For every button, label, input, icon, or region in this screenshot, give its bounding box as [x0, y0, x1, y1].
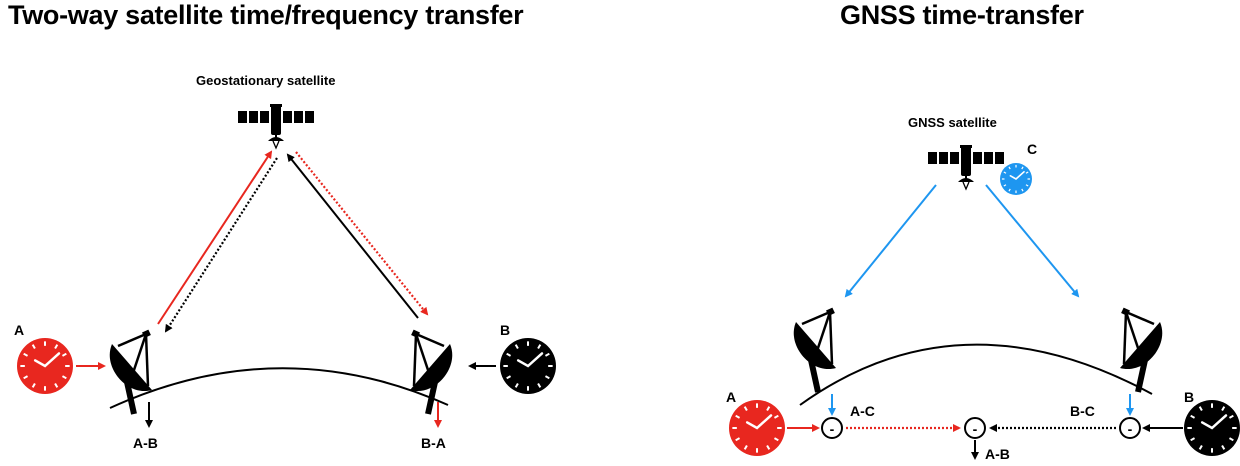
clock-tick [1228, 414, 1234, 419]
clock-tick [506, 352, 512, 357]
left-panel-title: Two-way satellite time/frequency transfe… [8, 0, 524, 30]
result-a-minus-b: A-B [133, 435, 158, 451]
clock-tick [1221, 406, 1226, 412]
clock-hands [33, 352, 61, 368]
gnss-station-b-dish-icon [1120, 308, 1162, 392]
clock-tick [31, 344, 36, 350]
downlink-b-to-a-arrow [164, 157, 278, 333]
gnss-satellite-icon [927, 144, 1005, 190]
clock-tick [773, 414, 779, 419]
gnss-clock-b-label: B [1184, 389, 1195, 405]
clock-tick [544, 352, 550, 357]
clock-tick [1021, 166, 1024, 170]
clock-tick [735, 437, 741, 442]
gnss-result-a-minus-b: A-B [985, 446, 1010, 462]
clock-tick [1025, 171, 1029, 174]
clock-tick [1008, 166, 1011, 170]
uplink-b-arrow [286, 153, 419, 319]
clock-tick [23, 375, 29, 380]
clock-hands [1009, 171, 1025, 180]
clock-tick [61, 352, 67, 357]
gnss-station-a-dish-icon [794, 308, 836, 392]
clock-tick [1221, 444, 1226, 450]
minus-sign-a-b: - [973, 421, 978, 437]
clock-hands [516, 352, 544, 368]
clock-tick [1190, 437, 1196, 442]
clock-tick [514, 344, 519, 350]
comparator-a-c [821, 417, 843, 439]
diff-a-c-label: A-C [850, 403, 875, 419]
comparator-a-b [964, 417, 986, 439]
downlink-a-to-b-arrow [295, 151, 429, 316]
clock-tick [537, 344, 542, 350]
gnss-clock-a-icon [729, 400, 785, 456]
gnss-earth-surface-arc [799, 343, 1153, 406]
right-panel-title: GNSS time-transfer [840, 0, 1084, 30]
clock-tick [1198, 406, 1203, 412]
clock-tick [514, 382, 519, 388]
clock-tick [1198, 444, 1203, 450]
result-b-minus-a: B-A [421, 435, 446, 451]
clock-hands [745, 414, 773, 430]
gnss-clock-a-label: A [726, 389, 737, 405]
clock-tick [773, 437, 779, 442]
clock-tick [506, 375, 512, 380]
clock-a-label: A [14, 322, 25, 338]
clock-tick [544, 375, 550, 380]
clock-tick [54, 344, 59, 350]
clock-tick [743, 406, 748, 412]
clock-b-icon [500, 338, 556, 394]
uplink-a-arrow [157, 150, 273, 325]
clock-tick [61, 375, 67, 380]
clock-tick [1025, 184, 1029, 187]
diff-b-c-label: B-C [1070, 403, 1095, 419]
minus-sign-b-c: - [1128, 421, 1133, 437]
gnss-signal-to-a-arrow [844, 184, 937, 298]
earth-surface-arc [109, 367, 449, 409]
clock-tick [1021, 188, 1024, 192]
clock-tick [537, 382, 542, 388]
minus-sign-a-c: - [830, 421, 835, 437]
clock-tick [1190, 414, 1196, 419]
gnss-clock-b-icon [1184, 400, 1240, 456]
geostationary-satellite-icon [237, 103, 315, 149]
clock-tick [1228, 437, 1234, 442]
clock-tick [23, 352, 29, 357]
clock-tick [766, 444, 771, 450]
clock-b-label: B [500, 322, 511, 338]
clock-tick [1003, 184, 1007, 187]
clock-tick [743, 444, 748, 450]
clock-hands [1200, 414, 1228, 430]
ground-station-a-dish-icon [110, 330, 152, 414]
clock-c-label: C [1027, 141, 1038, 157]
clock-a-icon [17, 338, 73, 394]
clock-tick [1003, 171, 1007, 174]
gnss-signal-to-b-arrow [985, 184, 1080, 298]
geostationary-satellite-label: Geostationary satellite [196, 73, 336, 88]
clock-tick [31, 382, 36, 388]
clock-tick [54, 382, 59, 388]
clock-c-icon [1000, 163, 1032, 195]
clock-tick [1008, 188, 1011, 192]
gnss-satellite-label: GNSS satellite [908, 115, 997, 130]
clock-tick [766, 406, 771, 412]
ground-station-b-dish-icon [410, 330, 452, 414]
clock-tick [735, 414, 741, 419]
comparator-b-c [1119, 417, 1141, 439]
